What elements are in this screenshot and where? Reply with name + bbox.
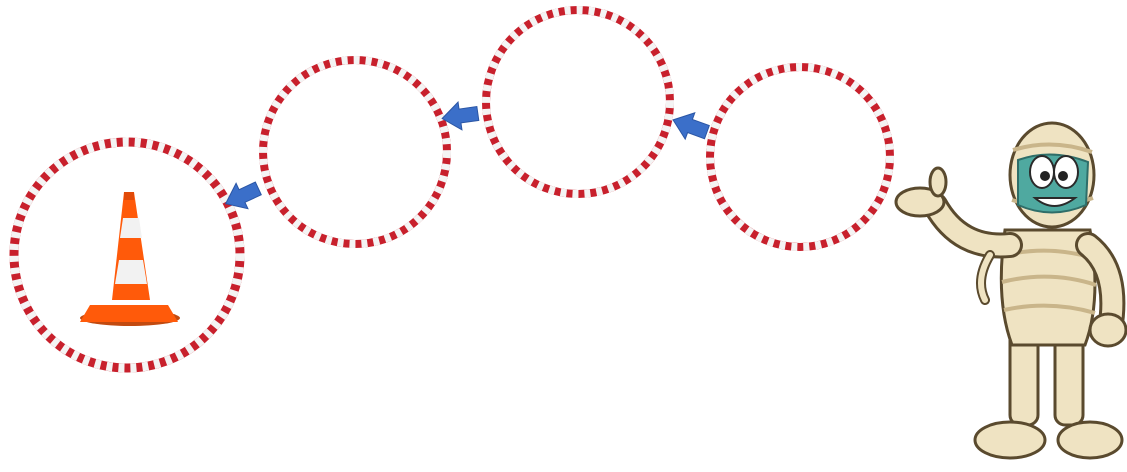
ring-3 xyxy=(486,10,670,194)
mummy-character-illustration xyxy=(896,123,1126,458)
ring-2 xyxy=(263,60,447,244)
ring-1-with-cone xyxy=(14,142,240,368)
arrow-3-left xyxy=(668,107,711,146)
ring-4 xyxy=(710,67,890,247)
